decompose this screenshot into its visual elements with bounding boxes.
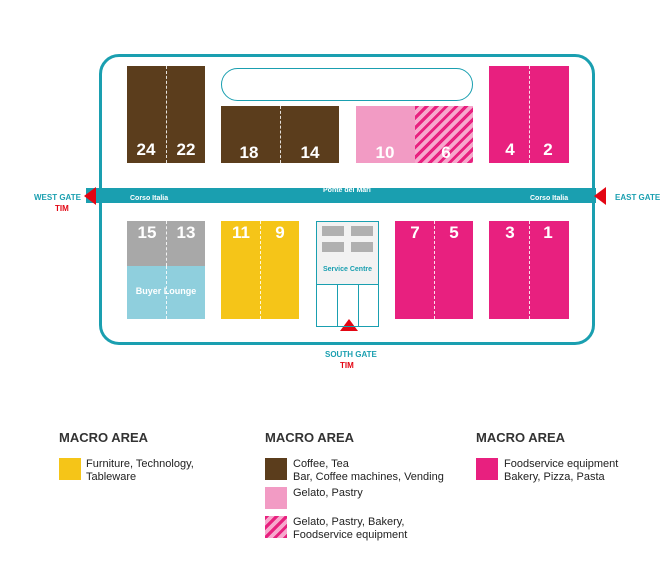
west-gate-tim-logo: TIM [55, 204, 69, 213]
hall-label-9: 9 [275, 223, 285, 242]
legend-text-yellow: Furniture, Technology, Tableware [86, 458, 194, 483]
hall-label-15: 15 [137, 223, 157, 242]
buyer-lounge-label: Buyer Lounge [135, 286, 197, 296]
legend-swatch-hatched [265, 516, 287, 538]
hall-label-10: 10 [375, 143, 395, 162]
legend-text-hatched: Gelato, Pastry, Bakery, Foodservice equi… [293, 516, 408, 541]
hall-24-22[interactable]: 24 22 [127, 66, 205, 163]
hall-label-1: 1 [543, 223, 553, 242]
road-label-ponte-dei-mari: Ponte dei Mari [323, 187, 371, 194]
legend-swatch-brown [265, 458, 287, 480]
hall-label-3: 3 [505, 223, 515, 242]
south-gate-label: SOUTH GATE [325, 350, 377, 359]
south-gate-arrow-icon[interactable] [340, 319, 358, 331]
hall-label-18: 18 [239, 143, 259, 162]
hall-10[interactable]: 10 [356, 106, 415, 163]
east-gate-label: EAST GATE [615, 193, 661, 202]
east-gate-arrow-icon[interactable] [594, 187, 606, 205]
service-centre-annex[interactable] [316, 285, 379, 327]
hall-6[interactable]: 6 [415, 106, 473, 163]
legend-text-brown: Coffee, Tea Bar, Coffee machines, Vendin… [293, 458, 444, 483]
hall-label-7: 7 [410, 223, 420, 242]
hall-label-5: 5 [449, 223, 459, 242]
service-room [322, 242, 344, 252]
west-gate-label: WEST GATE [34, 193, 81, 202]
legend-text-pink: Foodservice equipment Bakery, Pizza, Pas… [504, 458, 619, 483]
buyer-lounge[interactable]: Buyer Lounge [127, 266, 205, 319]
hall-11-9[interactable]: 11 9 [221, 221, 299, 319]
hall-15-13[interactable]: 15 13 [127, 221, 205, 266]
road-label-corso-italia-west: Corso Italia [130, 195, 169, 202]
hall-label-6: 6 [441, 143, 451, 162]
hall-4-2[interactable]: 4 2 [489, 66, 569, 163]
legend-text-light-pink: Gelato, Pastry [293, 487, 363, 499]
service-room [351, 226, 373, 236]
legend-swatch-pink [476, 458, 498, 480]
legend-swatch-yellow [59, 458, 81, 480]
hall-label-4: 4 [505, 140, 515, 159]
service-room [322, 226, 344, 236]
main-road: Ponte dei Mari Corso Italia Corso Italia [86, 187, 596, 203]
hall-3-1[interactable]: 3 1 [489, 221, 569, 319]
hall-label-22: 22 [176, 140, 196, 159]
hall-7-5[interactable]: 7 5 [395, 221, 473, 319]
rounded-pavilion[interactable] [221, 68, 473, 101]
hall-18-14[interactable]: 18 14 [221, 106, 339, 163]
road-label-corso-italia-east: Corso Italia [530, 195, 569, 202]
legend-title-2: MACRO AREA [265, 430, 355, 445]
hall-label-11: 11 [232, 223, 250, 242]
south-gate-tim-logo: TIM [340, 361, 354, 370]
hall-label-2: 2 [543, 140, 553, 159]
hall-label-14: 14 [300, 143, 320, 162]
legend-title-3: MACRO AREA [476, 430, 566, 445]
service-centre[interactable]: Service Centre [316, 221, 379, 285]
hall-label-24: 24 [136, 140, 156, 159]
legend-title-1: MACRO AREA [59, 430, 149, 445]
hall-label-13: 13 [176, 223, 196, 242]
legend-swatch-light-pink [265, 487, 287, 509]
west-gate-arrow-icon[interactable] [84, 187, 96, 205]
service-room [351, 242, 373, 252]
service-centre-label: Service Centre [322, 266, 373, 273]
